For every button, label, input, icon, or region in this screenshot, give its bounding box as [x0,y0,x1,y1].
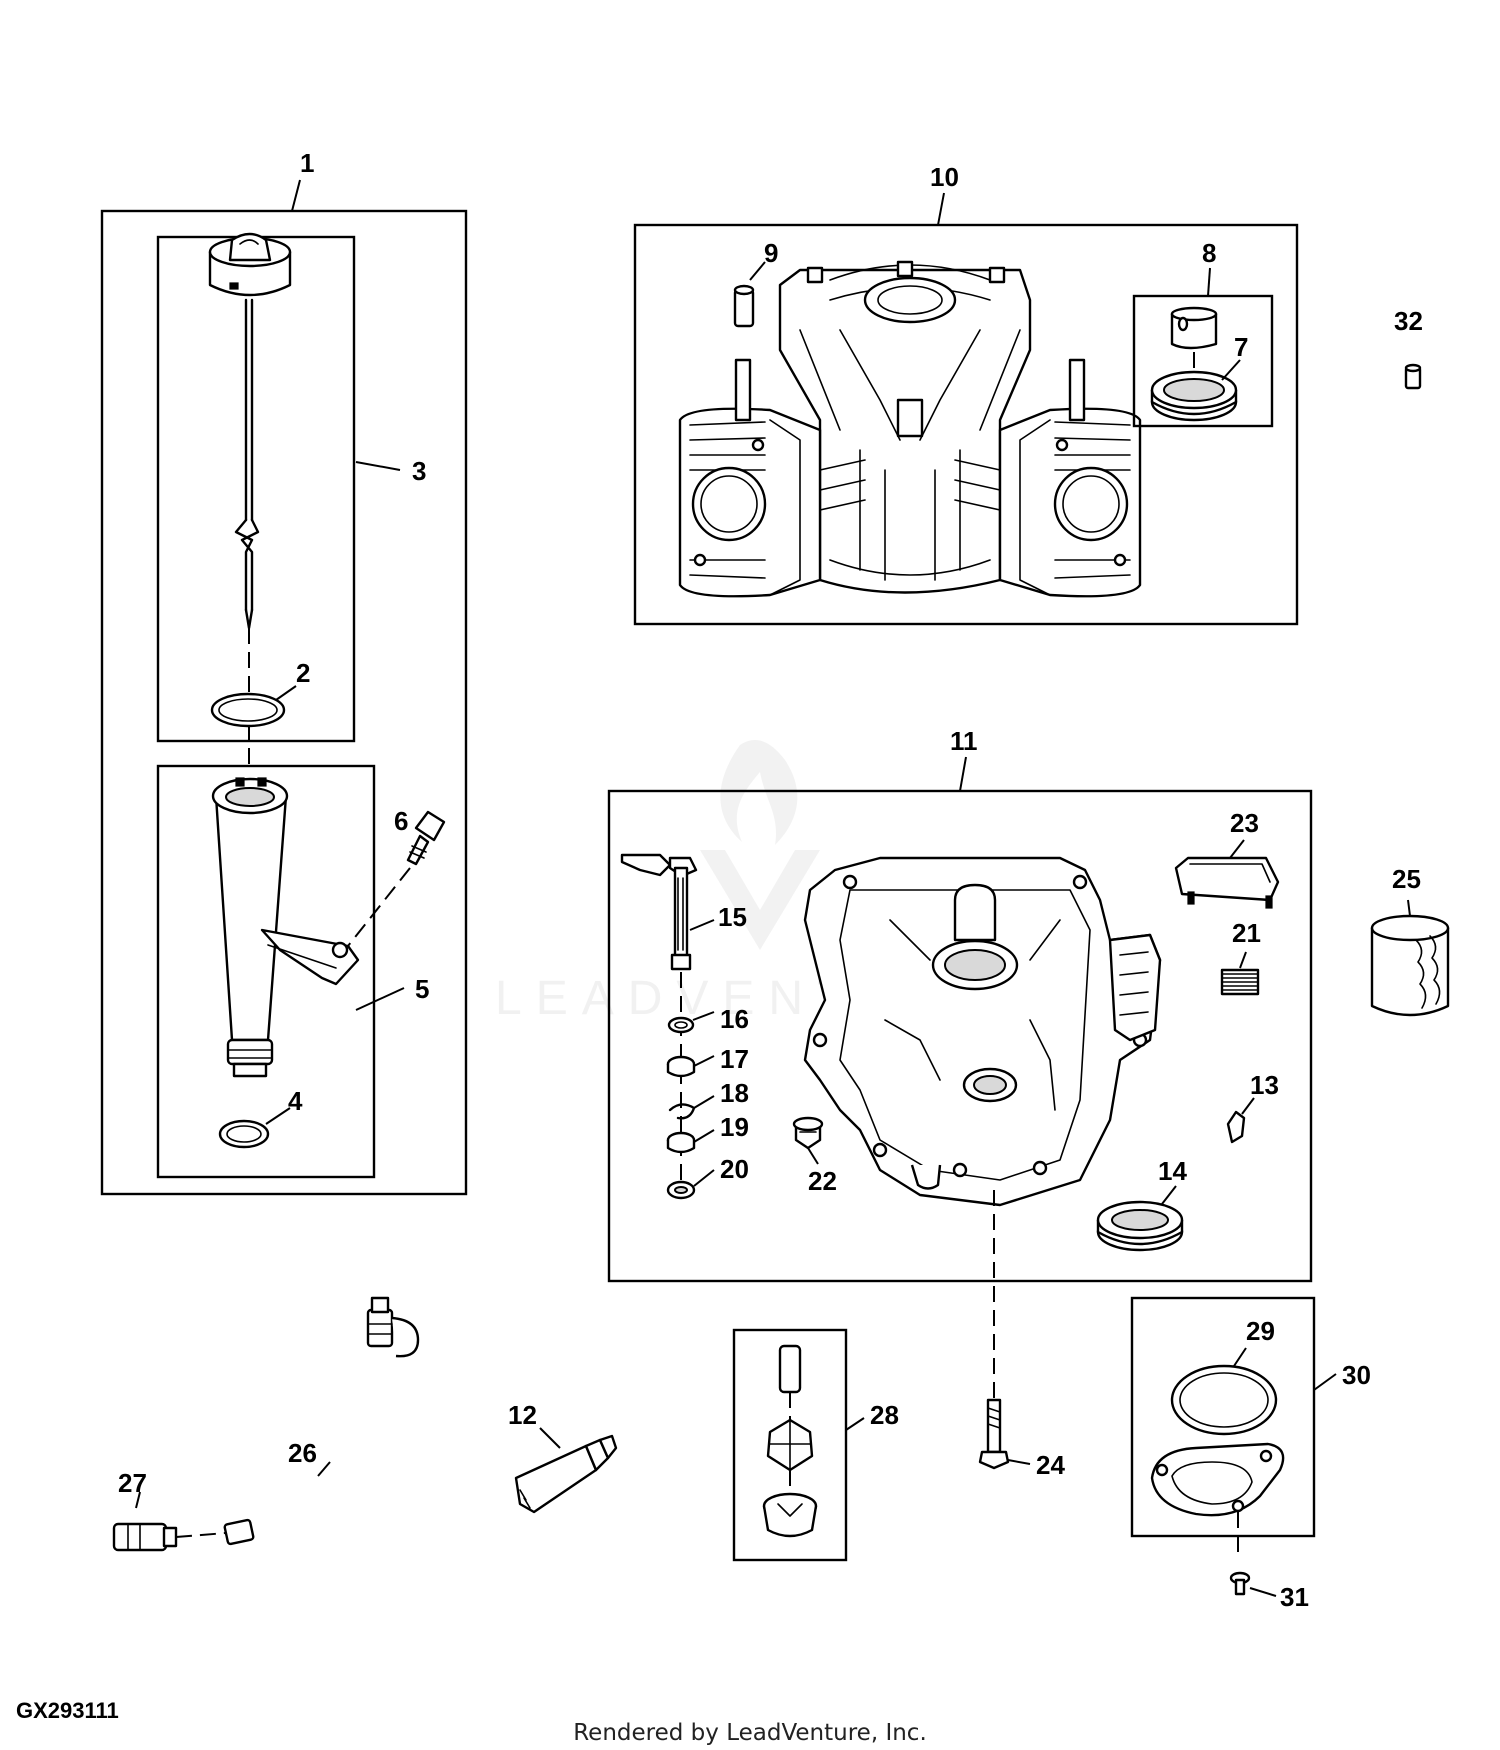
dipstick-tube [211,777,360,1078]
callout-2: 2 [296,658,310,688]
footer-credit: Rendered by LeadVenture, Inc. [573,1720,927,1746]
dipstick [208,232,292,630]
crank-seal-upper [1150,370,1238,422]
o-ring-lower [218,1119,270,1149]
callout-22: 22 [808,1166,837,1196]
callout-19: 19 [720,1112,749,1142]
group-crankcase [633,192,1299,626]
callout-24: 24 [1036,1450,1065,1480]
seal-17 [666,1055,696,1078]
drain-hose [223,1296,420,1546]
pickup-parts [762,1344,818,1538]
dowel-pin [733,284,755,328]
drain-plug [792,1116,824,1150]
callout-8: 8 [1202,238,1216,268]
group-28-box [732,1328,848,1562]
dipstick-box [156,235,356,743]
callout-6: 6 [394,806,408,836]
callout-12: 12 [508,1400,537,1430]
group-oil-pan [607,756,1313,1283]
callout-21: 21 [1232,918,1261,948]
callout-29: 29 [1246,1316,1275,1346]
callout-25: 25 [1392,864,1421,894]
group-30-box [1130,1296,1316,1538]
callout-32: 32 [1394,306,1423,336]
callout-labels: 1 2 3 4 5 6 7 8 9 10 11 12 13 14 15 16 1… [118,148,1423,1612]
sealant-tube [514,1434,618,1514]
group-8-box [1132,294,1274,428]
bearing-sleeve [1170,306,1218,350]
cover-screw [1229,1571,1251,1596]
callout-16: 16 [720,1004,749,1034]
pump-cover-plate [1150,1442,1285,1517]
callout-18: 18 [720,1078,749,1108]
callout-10: 10 [930,162,959,192]
group-dipstick-assembly [100,179,468,1196]
callout-26: 26 [288,1438,317,1468]
pump-gasket [1170,1364,1278,1436]
tube-screw [406,810,446,866]
governor-shaft [620,853,698,971]
callout-1: 1 [300,148,314,178]
screen-21 [1220,968,1260,996]
group-1-box [100,209,468,1196]
hose-fitting [112,1522,178,1552]
callout-9: 9 [764,238,778,268]
washer-16 [667,1016,695,1034]
group-pickup [732,1328,865,1562]
oil-pan [803,856,1162,1207]
tube-box [156,764,376,1179]
callout-31: 31 [1280,1582,1309,1612]
callout-3: 3 [412,456,426,486]
callout-27: 27 [118,1468,147,1498]
fitting-13 [1226,1110,1246,1144]
group-pump-cover [1130,1296,1337,1560]
callout-5: 5 [415,974,429,1004]
cover-23 [1174,856,1280,909]
group-10-box [633,223,1299,626]
callout-13: 13 [1250,1070,1279,1100]
oil-filter [1370,914,1450,1017]
crank-seal-lower [1096,1200,1184,1252]
washer-20 [666,1180,696,1200]
pin-32 [1404,363,1422,390]
callout-30: 30 [1342,1360,1371,1390]
callout-14: 14 [1158,1156,1187,1186]
callout-15: 15 [718,902,747,932]
callout-7: 7 [1234,332,1248,362]
o-ring-upper [210,692,286,728]
washer-19 [666,1131,696,1154]
cylinder-block [678,260,1142,598]
pan-bolt [978,1398,1010,1470]
callout-17: 17 [720,1044,749,1074]
figure-id: GX293111 [16,1698,119,1723]
callout-28: 28 [870,1400,899,1430]
callout-4: 4 [288,1086,303,1116]
callout-23: 23 [1230,808,1259,838]
callout-11: 11 [950,726,978,756]
callout-20: 20 [720,1154,749,1184]
